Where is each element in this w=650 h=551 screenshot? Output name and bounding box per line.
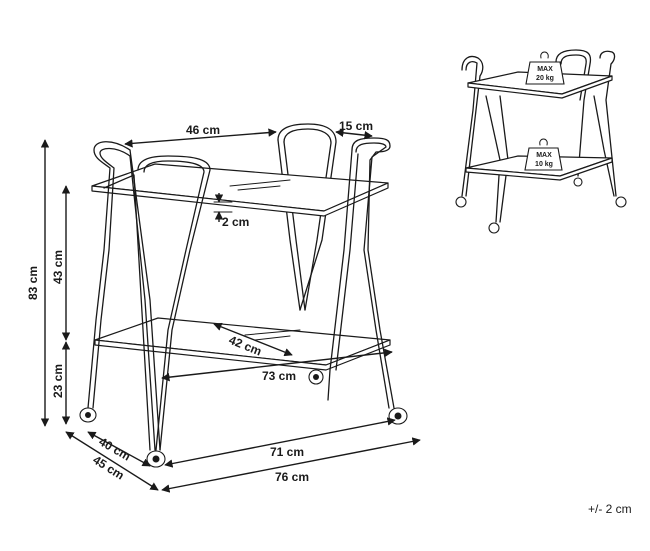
dim-lower-shelf-width: 73 cm xyxy=(262,369,296,383)
dim-shelf-thickness: 2 cm xyxy=(222,215,249,229)
top-weight-label: MAX xyxy=(537,66,553,73)
top-shelf xyxy=(91,163,389,217)
wheel-icon xyxy=(455,196,467,208)
bottom-weight-label: MAX xyxy=(536,152,552,159)
dim-inner-width: 71 cm xyxy=(270,445,304,459)
cart-frame-right xyxy=(137,137,395,451)
wheel-icon xyxy=(488,222,500,234)
main-cart-drawing: 46 cm 15 cm 2 cm 83 cm 43 cm 23 cm 42 cm… xyxy=(26,119,421,493)
dim-total-height: 83 cm xyxy=(26,266,40,300)
dim-upper-height: 43 cm xyxy=(51,250,65,284)
bottom-weight-icon: MAX 10 kg xyxy=(524,138,563,171)
bottom-weight-value: 10 kg xyxy=(535,161,553,168)
top-weight-icon: MAX 20 kg xyxy=(525,51,565,85)
cart-frame-back xyxy=(277,123,337,311)
dim-handle-offset: 15 cm xyxy=(339,119,373,133)
cart-frame-left xyxy=(87,141,161,451)
wheel-icon xyxy=(615,196,627,208)
dim-top-width: 46 cm xyxy=(186,123,220,137)
load-capacity-drawing: MAX 20 kg MAX 10 kg xyxy=(455,49,627,234)
dimension-lines xyxy=(40,128,421,493)
dim-outer-width: 76 cm xyxy=(275,470,309,484)
wheel-icon xyxy=(573,177,583,187)
top-weight-value: 20 kg xyxy=(536,75,554,82)
dimension-labels: 46 cm 15 cm 2 cm 83 cm 43 cm 23 cm 42 cm… xyxy=(26,119,373,484)
tolerance-note: +/- 2 cm xyxy=(588,502,632,516)
dim-lower-height: 23 cm xyxy=(51,364,65,398)
